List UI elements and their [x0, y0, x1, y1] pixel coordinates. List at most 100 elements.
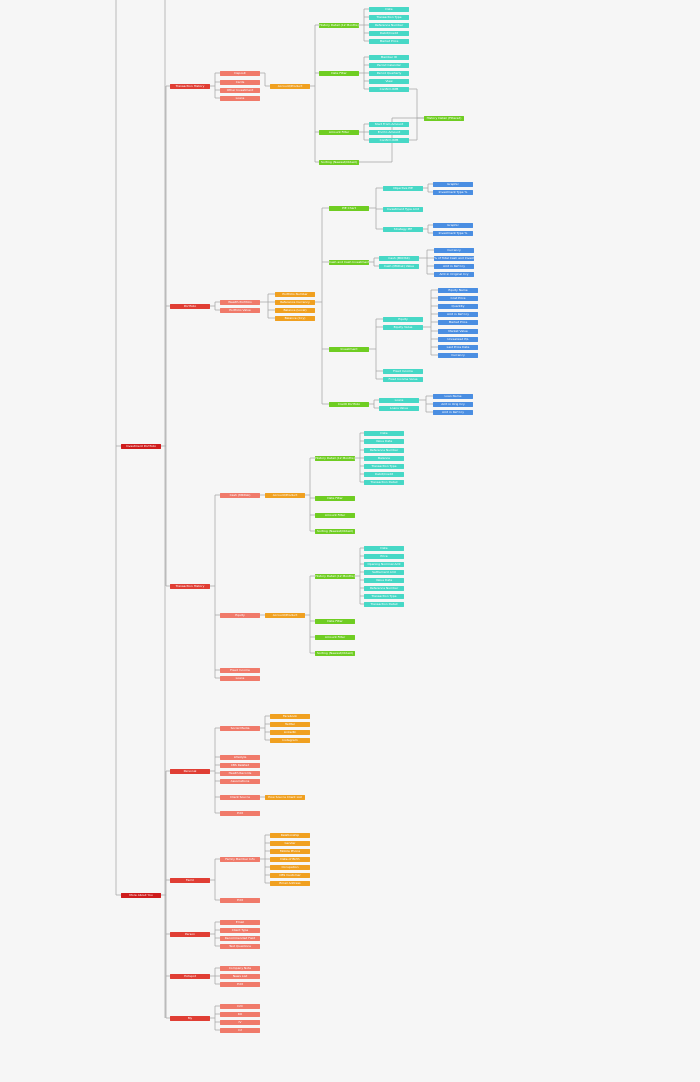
node-tm-fixed-income: Fixed Income — [220, 667, 260, 673]
node-tm-e-reference-number: Reference Number — [364, 585, 404, 591]
node-th-a-confirm-rpb: Confirm RPB — [369, 137, 409, 143]
node-ps-social-media: Social Media — [220, 725, 260, 731]
node-more-about-you: More About You — [121, 892, 161, 898]
node-th-history-detail-filtered: History Detail (Filtered) — [424, 115, 464, 121]
node-th-d-confirm-rpb: Confirm RPB — [369, 86, 409, 92]
node-pr-client-type: Client Type — [220, 927, 260, 933]
node-th-h-debit-credit: Debit/Credit — [369, 30, 409, 36]
node-my-iv: IV — [220, 1019, 260, 1025]
node-tm-e-date-filter: Date Filter — [315, 618, 355, 624]
node-fm-gender: Gender — [270, 840, 310, 846]
node-pf-o-investment-type: Investment Type % — [433, 189, 473, 195]
node-tm-e-transaction-detail: Transaction Detail — [364, 601, 404, 607]
node-pf-s-graphic: Graphic — [433, 222, 473, 228]
node-pf-balance-ccy: Balance (Ccy) — [275, 315, 315, 321]
node-ps-client-source: Client Source — [220, 794, 260, 800]
node-pf-e-market-value: Market Value — [438, 328, 478, 334]
node-my: My — [170, 1015, 210, 1021]
node-pr-recommended-field: Recommended Field — [220, 935, 260, 941]
node-transaction-history-main: Transaction History — [170, 583, 210, 589]
node-tm-e-account-product: Account/Product — [265, 612, 305, 618]
node-ps-how-source-client-list: How Source Client List — [265, 794, 305, 800]
node-my-c2: C2 — [220, 1027, 260, 1033]
node-tm-c-date: Date — [364, 430, 404, 436]
node-investment-portfolio: Investment Portfolio — [121, 443, 161, 449]
node-transaction-history-top: Transaction History — [170, 83, 210, 89]
node-th-history-detail-12: History Detail (12 Months) — [319, 22, 359, 28]
node-pf-e-amt-ref-ccy: Amt in Ref Ccy — [438, 311, 478, 317]
node-pf-e-market-price: Market Price — [438, 319, 478, 325]
node-th-account-product: Account/Product — [270, 83, 310, 89]
node-tm-e-price: Price — [364, 553, 404, 559]
node-fm-occupation: Occupation — [270, 864, 310, 870]
node-pf-cash-mkdsk-value: Cash (MKDsk) Value — [379, 263, 419, 269]
node-fm-mobile-phone: Mobile Phone — [270, 848, 310, 854]
node-tm-c-date-filter: Date Filter — [315, 495, 355, 501]
node-tm-equity: Equity — [220, 612, 260, 618]
node-th-sorting: Sorting (Newest/Oldest) — [319, 159, 359, 165]
node-pf-l-amt-orig-ccy: Amt in Orig Ccy — [433, 401, 473, 407]
node-pf-objective-pie: Objective PIE — [383, 185, 423, 191]
node-pf-fixed-income: Fixed Income — [383, 368, 423, 374]
node-tm-c-transaction-detail: Transaction Detail — [364, 479, 404, 485]
node-pf-loans-value: Loans Value — [379, 405, 419, 411]
node-th-h-transaction-type: Transaction Type — [369, 14, 409, 20]
node-tm-c-transaction-type: Transaction Type — [364, 463, 404, 469]
node-ps-cbs-related: CBS Related — [220, 762, 260, 768]
node-fm-relationship: Relationship — [270, 832, 310, 838]
node-pf-e-last-price-date: Last Price Date — [438, 344, 478, 350]
node-pf-portfolio-number: Portfolio Number — [275, 291, 315, 297]
node-fm-cbs-customer: CBS Customer — [270, 872, 310, 878]
node-pf-s-investment-type: Investment Type % — [433, 230, 473, 236]
node-hs-edit: Edit — [220, 981, 260, 987]
node-th-h-market-price: Market Price — [369, 38, 409, 44]
node-tm-c-account-product: Account/Product — [265, 492, 305, 498]
node-ps-associations: Associations — [220, 778, 260, 784]
node-hs-news-list: News List — [220, 973, 260, 979]
node-th-deposit: Deposit — [220, 70, 260, 76]
node-tm-e-amount-filter: Amount Filter — [315, 634, 355, 640]
node-pf-e-currency: Currency — [438, 352, 478, 358]
node-tm-e-transaction-type: Transaction Type — [364, 593, 404, 599]
node-pf-c-amt-original-ccy: Amt in Original Ccy — [434, 271, 474, 277]
node-family: Famil — [170, 877, 210, 883]
node-pf-c-amt-ref-ccy: Amt in Ref Ccy — [434, 263, 474, 269]
node-pf-pie-chart: PIE Chart — [329, 205, 369, 211]
node-tm-c-amount-filter: Amount Filter — [315, 512, 355, 518]
node-pf-fixed-income-value: Fixed Income Value — [383, 376, 423, 382]
node-tm-e-sorting: Sorting (Newest/Oldest) — [315, 650, 355, 656]
node-pf-l-amt-ref-ccy: Amt in Ref Ccy — [433, 409, 473, 415]
node-th-amount-filter: Amount Filter — [319, 129, 359, 135]
node-pf-equity-value: Equity Value — [383, 324, 423, 330]
node-pf-o-graphic: Graphic — [433, 181, 473, 187]
node-pf-cash-mkdsk: Cash (MKDSK) — [379, 255, 419, 261]
node-personal: Personal — [170, 768, 210, 774]
node-pf-investment-type-amt: Investment Type Amt — [383, 206, 423, 212]
node-hs-company-note: Company Note — [220, 965, 260, 971]
node-fm-edit: Edit — [220, 897, 260, 903]
node-ps-twitter: Twitter — [270, 721, 310, 727]
node-tm-c-reference-number: Reference Number — [364, 447, 404, 453]
node-tm-c-debit-credit: Debit/Credit — [364, 471, 404, 477]
node-pf-investment: Investment — [329, 346, 369, 352]
node-tm-c-history-detail-12: History Detail (12 Months) — [315, 455, 355, 461]
node-my-ro: RO — [220, 1011, 260, 1017]
node-th-date-filter: Date Filter — [319, 70, 359, 76]
node-tm-c-balance: Balance — [364, 455, 404, 461]
node-pf-c-pct-total-cash: % of Total Cash and Invest — [434, 255, 474, 261]
node-pf-credit-portfolio: Credit Portfolio — [329, 401, 369, 407]
node-pf-loans: Loans — [379, 397, 419, 403]
node-person: Person — [170, 931, 210, 937]
node-th-d-view: View — [369, 78, 409, 84]
node-ps-edit: Edit — [220, 810, 260, 816]
node-th-a-start-from-amount: Start From Amount — [369, 121, 409, 127]
node-pf-strategy-pie: Strategy PIE — [383, 226, 423, 232]
node-pf-e-unrealized-pl: Unrealized P/L — [438, 336, 478, 342]
node-th-d-period-calendar: Period Calendar — [369, 62, 409, 68]
node-pf-e-quantity: Quantity — [438, 303, 478, 309]
node-ps-instagram: Instagram — [270, 737, 310, 743]
node-th-loans: Loans — [220, 95, 260, 101]
